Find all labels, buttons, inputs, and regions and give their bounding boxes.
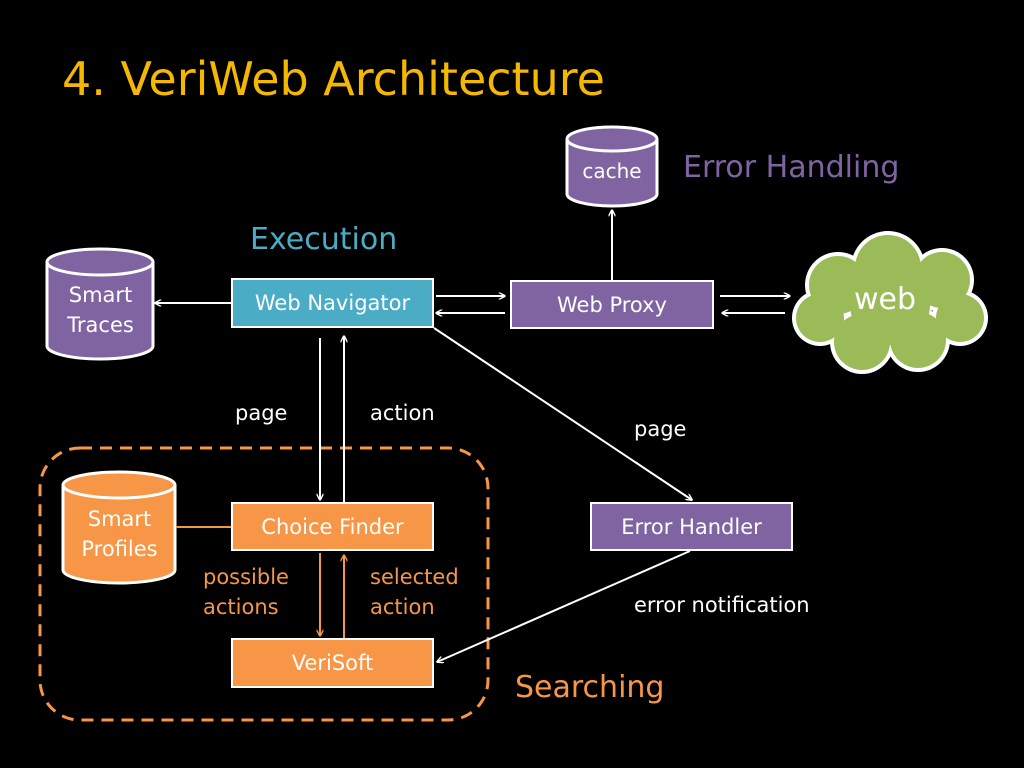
- smart-profiles-line2: Profiles: [81, 537, 158, 561]
- edge-label-page-left: page: [235, 401, 288, 425]
- error-handler-box: Error Handler: [590, 502, 793, 551]
- cache-cylinder: [565, 125, 659, 208]
- edge-label-error-notification: error notification: [634, 593, 810, 617]
- web-cloud: [792, 231, 988, 374]
- page-title: 4. VeriWeb Architecture: [62, 52, 605, 106]
- nav-to-error-handler-arrow: [433, 327, 692, 500]
- edge-label-possible-actions: possible actions: [203, 562, 289, 622]
- verisoft-label: VeriSoft: [291, 651, 374, 675]
- section-label-execution: Execution: [250, 222, 398, 257]
- web-proxy-box: Web Proxy: [510, 280, 714, 329]
- selected-line2: action: [370, 595, 435, 619]
- smart-traces-label: Smart Traces: [47, 280, 154, 340]
- smart-profiles-line1: Smart: [87, 507, 152, 531]
- smart-traces-line2: Traces: [67, 313, 134, 337]
- choice-finder-box: Choice Finder: [231, 502, 434, 551]
- smart-profiles-cylinder: [61, 470, 177, 585]
- web-navigator-label: Web Navigator: [254, 291, 411, 315]
- web-proxy-label: Web Proxy: [557, 292, 667, 317]
- edge-label-page-right: page: [634, 417, 687, 441]
- section-label-searching: Searching: [515, 670, 665, 705]
- edge-label-selected-action: selected action: [370, 562, 459, 622]
- smart-traces-cylinder: [45, 247, 155, 361]
- selected-line1: selected: [370, 565, 459, 589]
- section-label-error-handling: Error Handling: [683, 150, 900, 185]
- web-navigator-box: Web Navigator: [231, 278, 434, 328]
- possible-line2: actions: [203, 595, 279, 619]
- choice-finder-label: Choice Finder: [261, 514, 404, 539]
- smart-profiles-label: Smart Profiles: [63, 504, 176, 564]
- possible-line1: possible: [203, 565, 289, 589]
- error-handler-label: Error Handler: [621, 514, 762, 539]
- cache-label: cache: [582, 159, 642, 183]
- edge-label-action: action: [370, 401, 435, 425]
- verisoft-box: VeriSoft: [231, 638, 434, 688]
- error-handler-to-verisoft-arrow: [437, 550, 691, 662]
- web-label: web: [853, 282, 917, 317]
- searching-region: [38, 446, 490, 722]
- smart-traces-line1: Smart: [68, 283, 133, 307]
